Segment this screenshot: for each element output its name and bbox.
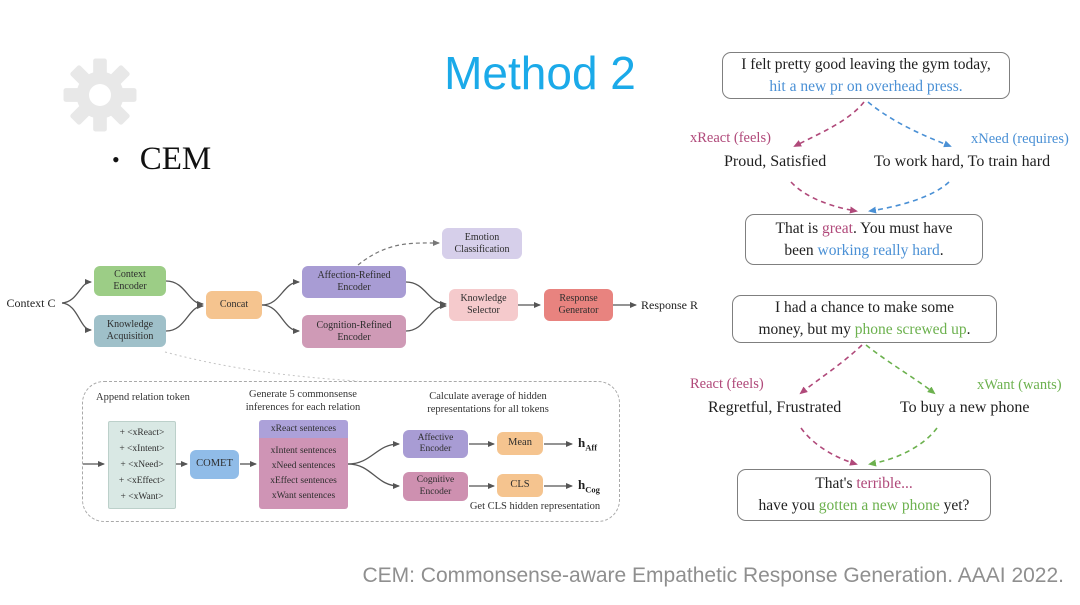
comet-box: COMET xyxy=(190,450,239,479)
relation-token: + <xIntent> xyxy=(119,444,165,454)
knowledge-selector-box: Knowledge Selector xyxy=(449,289,518,321)
response-generator-box: Response Generator xyxy=(544,289,613,321)
response-line: been working really hard. xyxy=(784,241,944,259)
bullet-item: • CEM xyxy=(112,141,211,178)
response-line: That is great. You must have xyxy=(775,219,953,237)
relation-token-list: + <xReact> + <xIntent> + <xNeed> + <xEff… xyxy=(108,421,176,509)
get-cls-note: Get CLS hidden representation xyxy=(469,501,601,512)
relation-token: + <xReact> xyxy=(119,428,165,438)
relation-token: + <xEffect> xyxy=(118,476,166,486)
relation-label-xneed: xNeed (requires) xyxy=(971,131,1069,147)
relation-label-xwant: xWant (wants) xyxy=(977,377,1062,393)
calculate-average-note: Calculate average of hidden representati… xyxy=(427,391,549,416)
h-aff-output: hAff xyxy=(578,435,598,453)
response-output-label: Response R xyxy=(641,298,698,312)
inference-proud-satisfied: Proud, Satisfied xyxy=(724,153,827,170)
generate-inferences-note: Generate 5 commonsense inferences for ea… xyxy=(245,389,361,414)
relation-token: + <xWant> xyxy=(120,492,164,502)
comet-detail-box xyxy=(82,381,620,522)
concat-box: Concat xyxy=(206,291,262,319)
commonsense-sentences-box: xReact sentences xIntent sentences xNeed… xyxy=(259,420,348,509)
mean-box: Mean xyxy=(497,432,543,455)
response-bubble-gym: That is great. You must have been workin… xyxy=(745,214,983,265)
utterance-bubble-gym: I felt pretty good leaving the gym today… xyxy=(722,52,1010,99)
sentence-row: xIntent sentences xyxy=(270,446,337,456)
inference-regretful-frustrated: Regretful, Frustrated xyxy=(708,399,842,416)
h-cog-output: hCog xyxy=(578,477,600,495)
citation-text: CEM: Commonsense-aware Empathetic Respon… xyxy=(362,564,1064,587)
context-encoder-box: Context Encoder xyxy=(94,266,166,296)
inference-buy-phone: To buy a new phone xyxy=(900,399,1030,416)
response-line: have you gotten a new phone yet? xyxy=(758,497,970,514)
bullet-label: CEM xyxy=(139,141,212,177)
slide-title: Method 2 xyxy=(444,47,636,99)
relation-label-react: React (feels) xyxy=(690,376,764,392)
gear-icon xyxy=(63,58,137,132)
affection-refined-encoder-box: Affection-Refined Encoder xyxy=(302,266,406,298)
response-bubble-phone: That's terrible... have you gotten a new… xyxy=(737,469,991,521)
context-input-label: Context C xyxy=(6,296,56,310)
bullet-dot: • xyxy=(112,146,120,172)
affective-encoder-box: Affective Encoder xyxy=(403,430,468,458)
sentence-row: xWant sentences xyxy=(271,491,336,501)
utterance-line: hit a new pr on overhead press. xyxy=(769,77,963,95)
append-relation-note: Append relation token xyxy=(96,392,190,403)
emotion-classification-box: Emotion Classification xyxy=(442,228,522,259)
cognition-refined-encoder-box: Cognition-Refined Encoder xyxy=(302,315,406,348)
utterance-bubble-phone: I had a chance to make some money, but m… xyxy=(732,295,997,343)
cls-box: CLS xyxy=(497,474,543,497)
response-line: That's terrible... xyxy=(815,475,913,492)
relation-token: + <xNeed> xyxy=(120,460,164,470)
sentence-row: xNeed sentences xyxy=(271,461,336,471)
sentence-row: xEffect sentences xyxy=(270,476,337,486)
sentence-rows: xIntent sentences xNeed sentences xEffec… xyxy=(259,438,348,509)
cognitive-encoder-box: Cognitive Encoder xyxy=(403,472,468,501)
xreact-sentences-row: xReact sentences xyxy=(259,420,348,438)
utterance-line: I felt pretty good leaving the gym today… xyxy=(741,55,991,73)
knowledge-acquisition-box: Knowledge Acquisition xyxy=(94,315,166,347)
relation-label-xreact: xReact (feels) xyxy=(690,130,771,146)
utterance-line: money, but my phone screwed up. xyxy=(758,321,971,338)
inference-work-hard: To work hard, To train hard xyxy=(874,153,1051,170)
utterance-line: I had a chance to make some xyxy=(774,299,955,316)
